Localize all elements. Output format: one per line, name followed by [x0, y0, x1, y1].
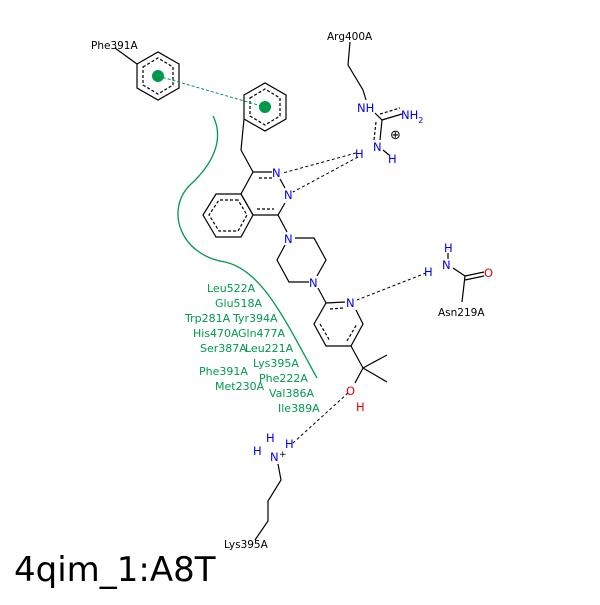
hydrophobic-residue: Phe391A [199, 365, 248, 378]
residue-label-arg400: Arg400A [327, 31, 373, 43]
hydrogen-bonds [282, 152, 427, 444]
atom-n: N [346, 296, 355, 310]
hydrophobic-residue: Met230A [215, 380, 265, 393]
hydrophobic-residue: Leu221A [245, 342, 294, 355]
atom-h: H [444, 241, 453, 255]
residue-label-asn219: Asn219A [438, 307, 485, 319]
positive-charge-icon: ⊕ [390, 128, 401, 143]
atom-n: N [272, 166, 281, 180]
hydrophobic-residue: Tyr394A [232, 312, 278, 325]
hydrophobic-residue: Glu518A [215, 297, 263, 310]
atom-o: O [484, 266, 493, 280]
bonds [114, 41, 485, 541]
atom-h: H [356, 400, 365, 414]
atom-n: N [270, 450, 279, 464]
diagram-title: 4qim_1:A8T [14, 550, 216, 590]
hydrophobic-residue: Phe222A [259, 372, 308, 385]
hydrophobic-residue: Ile389A [278, 402, 320, 415]
ring-centroid [259, 101, 271, 113]
atom-h: H [355, 147, 364, 161]
residue-label-phe391: Phe391A [91, 40, 138, 52]
ring-centroid [152, 70, 164, 82]
atom-n: N [373, 140, 382, 154]
atom-h: H [253, 444, 262, 458]
hydrophobic-residue: Leu522A [207, 282, 256, 295]
residue-label-lys395: Lys395A [224, 539, 269, 551]
atom-h: H [388, 152, 397, 166]
hydrophobic-residue: Ser387A [200, 342, 247, 355]
phe391-ring [136, 51, 180, 101]
hydrophobic-residue: Gln477A [238, 327, 286, 340]
hydrophobic-residue: Trp281A [184, 312, 231, 325]
hydrophobic-residue: His470A [193, 327, 239, 340]
atom-n: N [284, 188, 293, 202]
atom-h: H [424, 265, 433, 279]
atom-n: N [442, 258, 451, 272]
atom-nh: NH [357, 101, 374, 115]
hydrophobic-residue: Val386A [269, 387, 314, 400]
hydrophobic-residue: Lys395A [253, 357, 299, 370]
hydrophobic-contact-arc [177, 115, 318, 379]
positive-charge-icon: + [279, 450, 287, 460]
atom-h: H [266, 431, 275, 445]
atom-nh2: NH2 [401, 108, 423, 125]
pi-stacking-line [157, 75, 266, 108]
atom-o: O [346, 384, 355, 398]
atom-h: H [285, 437, 294, 451]
atom-n: N [284, 232, 293, 246]
atom-n: N [309, 276, 318, 290]
